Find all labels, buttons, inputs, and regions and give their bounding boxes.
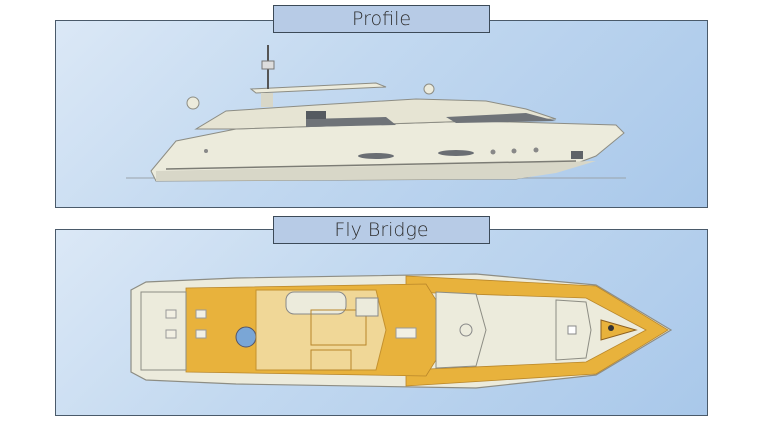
fly-bridge-panel [55, 229, 708, 416]
stairs [395, 327, 417, 339]
porthole-aft [204, 149, 208, 153]
jacuzzi [235, 326, 257, 348]
arch-post [261, 93, 273, 107]
dome-aft [186, 96, 200, 110]
hull-window-1 [358, 153, 394, 159]
hull-window-2 [438, 150, 474, 156]
bar-unit [355, 297, 379, 317]
hatch [567, 325, 577, 335]
windlass [608, 325, 614, 331]
yacht-profile-drawing [126, 45, 626, 182]
dining-table [310, 309, 367, 346]
cushion-2 [195, 329, 207, 339]
radar [261, 60, 275, 70]
hardtop [249, 82, 387, 94]
seating [310, 349, 352, 371]
hull-stripe [165, 160, 577, 170]
yacht-deck-plan-drawing [130, 273, 673, 389]
porthole-2 [511, 148, 517, 154]
bow-deck [600, 319, 638, 341]
salon-window [306, 117, 396, 127]
window-grid [306, 111, 326, 119]
anchor [571, 151, 583, 159]
foredeck-window [446, 113, 556, 123]
profile-panel [55, 20, 708, 208]
helm-console [285, 291, 347, 315]
aft-sunbed [140, 291, 187, 371]
fly-bridge-label: Fly Bridge [273, 216, 490, 244]
dome-fore [423, 83, 435, 95]
dome-top [459, 323, 473, 337]
cushion-3 [165, 309, 177, 319]
porthole-3 [533, 147, 539, 153]
porthole-1 [490, 149, 496, 155]
profile-label: Profile [273, 5, 490, 33]
cushion-4 [165, 329, 177, 339]
cushion-1 [195, 309, 207, 319]
hull-shade [156, 161, 596, 181]
